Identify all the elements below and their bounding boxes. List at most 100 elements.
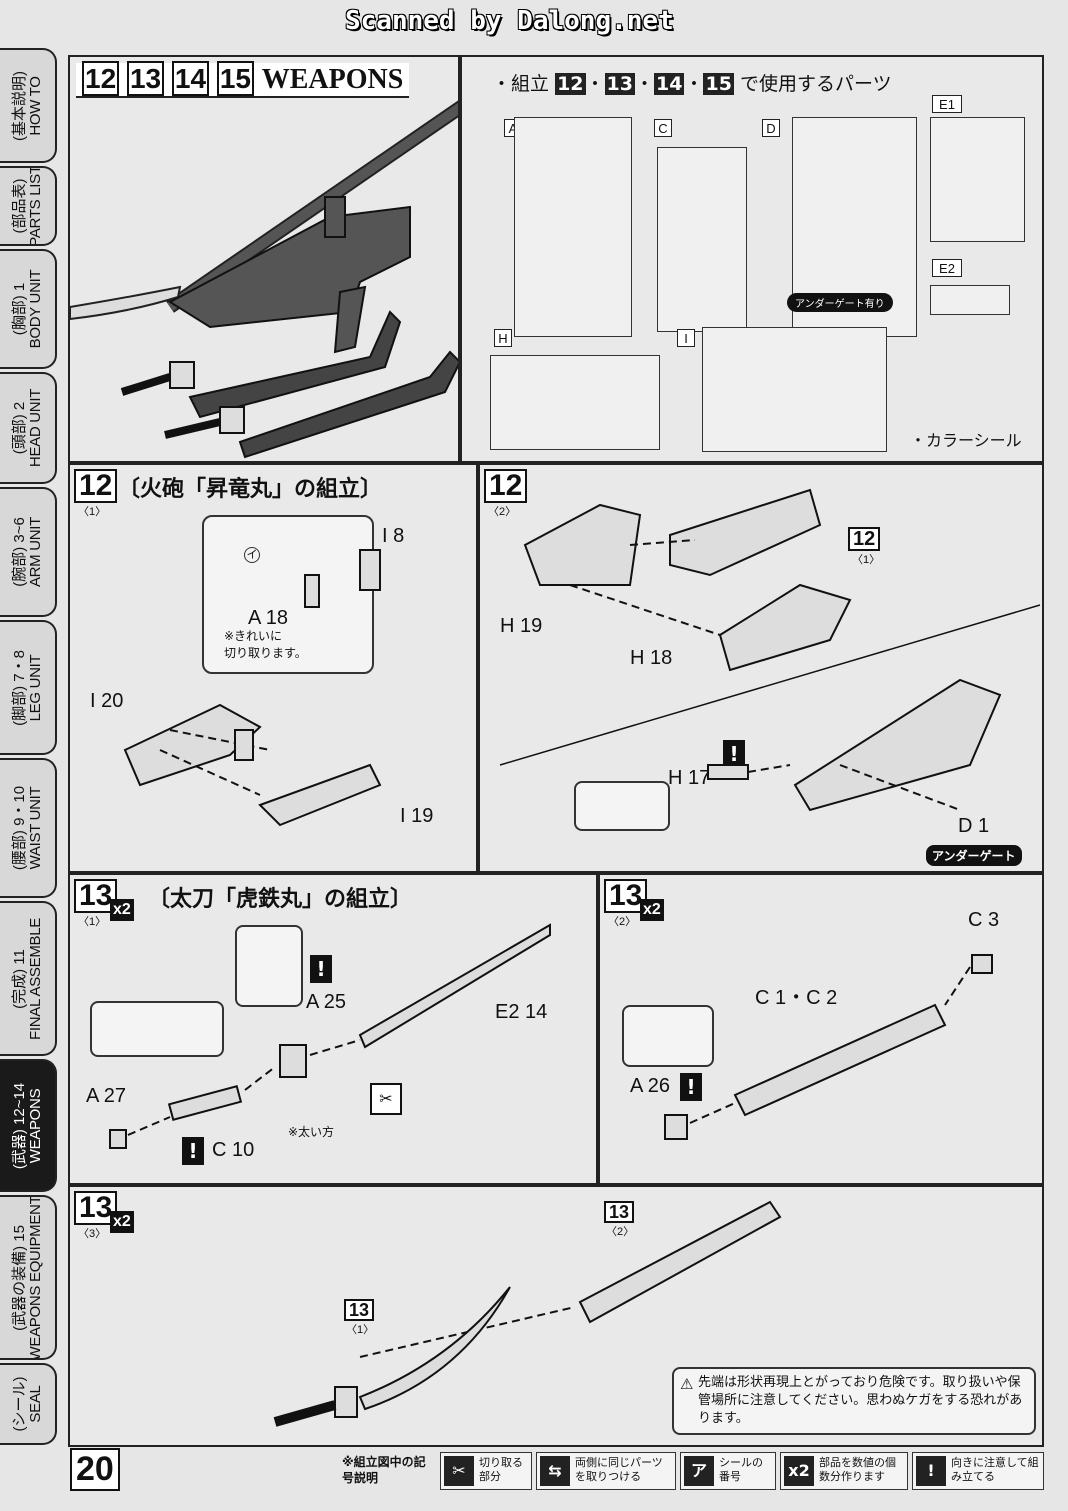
step-13-3-panel: 13 〈3〉 x2 13 〈2〉 13 〈1〉 ⚠ 先端は形状再現上とがっており… bbox=[68, 1185, 1044, 1447]
step-num: 12 bbox=[82, 61, 120, 96]
cut-icon: ✂ bbox=[370, 1083, 402, 1115]
watermark: Scanned by Dalong.net bbox=[345, 6, 674, 36]
step-12-2-panel: 12 〈2〉 12 〈1〉 H 19 H 18 H 17 ! D 1 アンダーゲ… bbox=[478, 463, 1044, 873]
step-number: 13 bbox=[74, 879, 118, 913]
part-label: A 26 bbox=[630, 1075, 671, 1097]
legend-orientation: ! 向きに注意して組み立てる bbox=[912, 1452, 1044, 1490]
final-sword-drawing bbox=[273, 1200, 782, 1427]
weapons-overview-panel: 12 13 14 15 WEAPONS bbox=[68, 55, 460, 463]
undergate-badge: アンダーゲート有り bbox=[787, 293, 893, 312]
multiplier-badge: x2 bbox=[110, 1211, 134, 1233]
step-12-1-panel: 12 〈1〉 〔火砲「昇竜丸」の組立〕 イ ※きれいに 切り取ります。 I 8 … bbox=[68, 463, 478, 873]
multiplier-icon: x2 bbox=[784, 1456, 814, 1486]
cut-icon: ✂ bbox=[444, 1456, 474, 1486]
caution-icon: ! bbox=[182, 1137, 204, 1165]
part-detail-callout bbox=[574, 781, 670, 831]
gun-assembly-drawing bbox=[499, 488, 1041, 812]
step-num: 14 bbox=[171, 61, 210, 96]
part-label: A 27 bbox=[86, 1085, 127, 1107]
part-label: C 10 bbox=[212, 1139, 255, 1161]
weapons-illustration bbox=[70, 100, 458, 459]
runner-a bbox=[514, 117, 632, 337]
ref-step-sub: 〈1〉 bbox=[346, 1324, 375, 1336]
multiplier-badge: x2 bbox=[640, 899, 664, 921]
part-label: C 1・C 2 bbox=[755, 987, 838, 1009]
runner-e1 bbox=[930, 117, 1025, 242]
step-number: 12 bbox=[74, 469, 118, 503]
runner-c bbox=[657, 147, 747, 332]
both-sides-icon: ⇆ bbox=[540, 1456, 570, 1486]
step-sub: 〈2〉 bbox=[608, 916, 637, 928]
caution-text: 先端は形状再現上とがっており危険です。取り扱いや保管場所に注意してください。思わ… bbox=[698, 1375, 1023, 1426]
legend-both-sides: ⇆ 両側に同じパーツを取りつける bbox=[536, 1452, 676, 1490]
part-label: E2 14 bbox=[495, 1001, 548, 1023]
step-number-row: 12 13 14 15 WEAPONS bbox=[76, 61, 410, 98]
tab-seal[interactable]: (シール)SEAL bbox=[0, 1363, 57, 1445]
part-label: D 1 bbox=[958, 815, 990, 837]
runner-label-h: H bbox=[494, 329, 512, 347]
part-label: H 17 bbox=[668, 767, 711, 789]
runner-label-d: D bbox=[762, 119, 780, 137]
runner-label-e1: E1 bbox=[932, 95, 962, 113]
ref-step-sub: 〈1〉 bbox=[852, 554, 881, 566]
panel-title: WEAPONS bbox=[261, 64, 404, 95]
ref-step-number: 12 bbox=[848, 527, 881, 551]
part-label: C 3 bbox=[968, 909, 1000, 931]
ref-step-sub: 〈2〉 bbox=[606, 1226, 635, 1238]
scabbard-drawing bbox=[664, 954, 993, 1140]
part-label: H 18 bbox=[630, 647, 673, 669]
step-sub: 〈3〉 bbox=[78, 1228, 107, 1240]
sword-hilt-drawing bbox=[109, 923, 551, 1149]
gun-assembly-drawing bbox=[123, 549, 382, 827]
part-label: I 8 bbox=[382, 525, 405, 547]
warning-icon: ⚠ bbox=[680, 1375, 694, 1393]
step-title: 〔火砲「昇竜丸」の組立〕 bbox=[118, 476, 383, 502]
part-label: H 19 bbox=[500, 615, 543, 637]
caution-icon: ! bbox=[680, 1073, 702, 1101]
step-title: 〔太刀「虎鉄丸」の組立〕 bbox=[148, 886, 413, 912]
runner-i bbox=[702, 327, 887, 452]
seal-icon: ア bbox=[684, 1456, 714, 1486]
parts-heading: ・組立 12・13・14・15 で使用するパーツ bbox=[492, 73, 892, 95]
note: ※太い方 bbox=[288, 1125, 335, 1139]
sticker-label: イ bbox=[244, 547, 260, 563]
legend-seal-number: ア シールの番号 bbox=[680, 1452, 776, 1490]
part-detail-callout bbox=[90, 1001, 224, 1057]
part-label: A 18 bbox=[248, 607, 289, 629]
runner-label-e2: E2 bbox=[932, 259, 962, 277]
ref-step-number: 13 bbox=[604, 1201, 635, 1223]
undergate-badge: アンダーゲート bbox=[926, 845, 1022, 866]
legend-multiplier: x2 部品を数値の個数分作ります bbox=[780, 1452, 908, 1490]
step-num: 13 bbox=[126, 61, 165, 96]
runner-label-i: I bbox=[677, 329, 695, 347]
part-label: I 19 bbox=[400, 805, 434, 827]
caution-box: ⚠ 先端は形状再現上とがっており危険です。取り扱いや保管場所に注意してください。… bbox=[672, 1367, 1036, 1435]
runner-e2 bbox=[930, 285, 1010, 315]
step-sub: 〈2〉 bbox=[488, 506, 517, 518]
step-sub: 〈1〉 bbox=[78, 916, 107, 928]
legend-title: ※組立図中の記号説明 bbox=[342, 1455, 426, 1485]
legend-cut: ✂ 切り取る部分 bbox=[440, 1452, 532, 1490]
part-detail-callout bbox=[622, 1005, 714, 1067]
step-13-2-panel: 13 〈2〉 x2 C 3 C 1・C 2 A 26 ! bbox=[598, 873, 1044, 1185]
page-number: 20 bbox=[70, 1448, 120, 1491]
tab-how-to[interactable]: (基本説明)HOW TO bbox=[0, 48, 57, 163]
callout-note: ※きれいに 切り取ります。 bbox=[224, 629, 307, 660]
runner-label-c: C bbox=[654, 119, 672, 137]
parts-used-panel: ・組立 12・13・14・15 で使用するパーツ A C D アンダーゲート有り… bbox=[460, 55, 1044, 463]
step-sub: 〈1〉 bbox=[78, 506, 107, 518]
color-seal-label: ・カラーシール bbox=[910, 431, 1022, 450]
detail-callout: イ ※きれいに 切り取ります。 bbox=[202, 515, 374, 674]
tab-parts-list[interactable]: (部品表)PARTS LIST bbox=[0, 166, 57, 246]
step-number: 12 bbox=[484, 469, 528, 503]
caution-icon: ! bbox=[723, 740, 745, 768]
step-num: 15 bbox=[216, 61, 254, 96]
